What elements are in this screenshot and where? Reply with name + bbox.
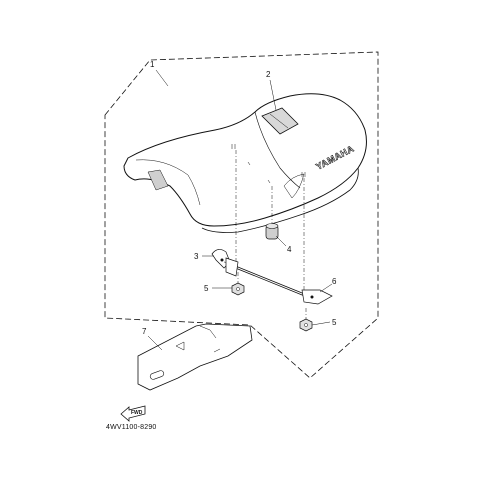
leader-4	[275, 235, 287, 247]
seat-mark-1	[231, 144, 236, 149]
diagram-code: 4WV1100-8290	[106, 424, 157, 431]
seat-mark-3	[247, 161, 271, 184]
callout-2: 2	[266, 70, 271, 79]
callout-1: 1	[150, 60, 155, 69]
seat-rod	[225, 257, 333, 305]
forward-arrow-label: FWD	[131, 410, 143, 416]
seat-assembly: YAMAHA	[123, 93, 367, 233]
callout-4: 4	[287, 245, 292, 254]
leader-1	[155, 69, 169, 87]
seat-front-opening	[147, 169, 169, 191]
callout-7: 7	[142, 327, 147, 336]
seat-side-cutout-rear	[283, 173, 305, 199]
seat-mark-2	[301, 172, 306, 177]
callout-leaders	[147, 69, 333, 351]
damper	[265, 223, 279, 240]
callout-5-left: 5	[204, 284, 209, 293]
leader-6	[319, 283, 333, 293]
seat-hump-crease	[254, 111, 301, 189]
leader-lines	[235, 150, 307, 328]
callout-3: 3	[194, 252, 199, 261]
seat-front-crease	[135, 159, 201, 206]
leader-5b	[311, 321, 331, 326]
nut-left	[231, 282, 245, 296]
callout-6: 6	[332, 277, 337, 286]
forward-arrow: FWD	[120, 405, 146, 422]
mounting-plate	[137, 323, 253, 391]
callout-5-right: 5	[332, 318, 337, 327]
leader-7	[147, 335, 163, 351]
strap-detail	[269, 113, 289, 129]
nut-right	[299, 318, 313, 332]
leader-2	[269, 79, 277, 111]
seat-side-edge	[201, 167, 359, 233]
assembly-boundary	[104, 51, 379, 379]
seat-outline	[123, 93, 367, 227]
